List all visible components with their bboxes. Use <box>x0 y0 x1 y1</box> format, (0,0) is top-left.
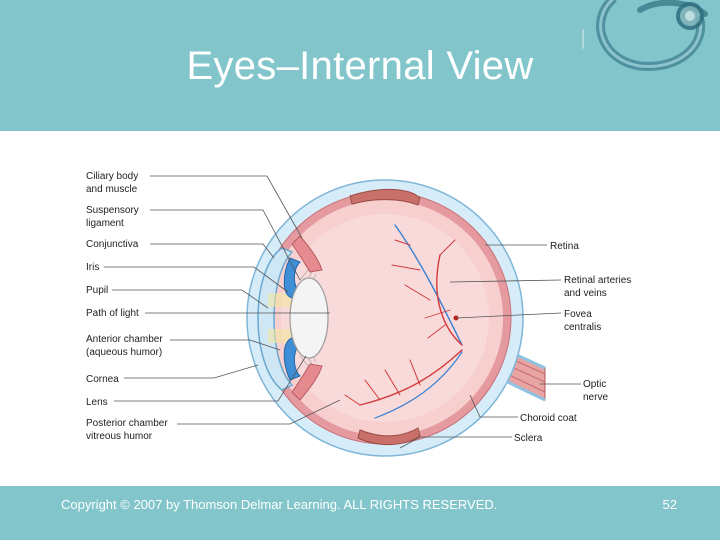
stethoscope-icon <box>582 0 708 71</box>
label-iris: Iris <box>86 262 99 273</box>
label-anterior-chamber: Anterior chamber (aqueous humor) <box>86 334 165 358</box>
muscle-bottom <box>357 427 421 446</box>
muscle-top <box>349 188 421 206</box>
cornea <box>257 247 294 391</box>
label-sclera: Sclera <box>514 433 543 444</box>
label-fovea-centralis: Fovea centralis <box>564 309 601 333</box>
label-path-of-light: Path of light <box>86 308 139 319</box>
eye-cross-section: Ciliary body and muscle Suspensory ligam… <box>86 171 634 457</box>
label-optic-nerve: Optic nerve <box>583 379 609 403</box>
retinal-arteries-and-veins <box>344 224 463 419</box>
label-posterior-chamber: Posterior chamber vitreous humor <box>86 418 170 442</box>
label-cornea: Cornea <box>86 374 119 385</box>
right-leader-lines <box>399 244 581 449</box>
slide-title: Eyes–Internal View <box>186 44 534 88</box>
label-retina: Retina <box>550 241 579 252</box>
label-choroid-coat: Choroid coat <box>520 413 577 424</box>
ciliary-body-top <box>291 235 323 273</box>
slide-header: Eyes–Internal View <box>0 0 720 131</box>
left-leader-lines <box>104 175 341 425</box>
label-suspensory-ligament: Suspensory ligament <box>86 205 142 229</box>
lens <box>289 277 329 359</box>
right-labels: Retina Retinal arteries and veins Fovea … <box>514 241 634 444</box>
eye-diagram: Ciliary body and muscle Suspensory ligam… <box>0 131 720 486</box>
label-retinal-arteries: Retinal arteries and veins <box>564 275 634 299</box>
label-pupil: Pupil <box>86 285 108 296</box>
label-ciliary-body: Ciliary body and muscle <box>86 171 141 195</box>
left-labels: Ciliary body and muscle Suspensory ligam… <box>86 171 170 442</box>
label-lens: Lens <box>86 397 108 408</box>
copyright-text: Copyright © 2007 by Thomson Delmar Learn… <box>61 497 498 512</box>
ciliary-body-bottom <box>291 363 323 401</box>
page-number: 52 <box>662 497 677 512</box>
slide-footer: Copyright © 2007 by Thomson Delmar Learn… <box>0 486 720 540</box>
label-conjunctiva: Conjunctiva <box>86 239 139 250</box>
